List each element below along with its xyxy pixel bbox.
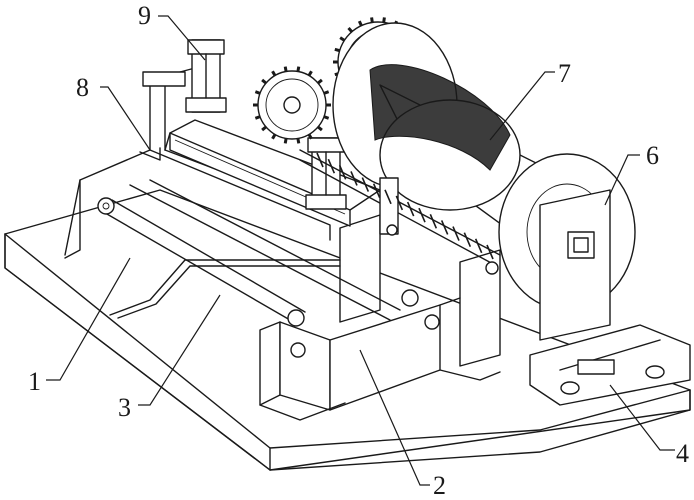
label-7: 7 [558, 59, 571, 88]
upper-beam [164, 119, 381, 227]
label-6: 6 [646, 141, 659, 170]
lower-guide-bars [97, 179, 419, 327]
label-2: 2 [433, 471, 446, 500]
right-frame [259, 214, 501, 421]
leader-lines [46, 15, 675, 486]
slide-base [529, 324, 691, 406]
label-8: 8 [76, 73, 89, 102]
bolt [485, 261, 499, 275]
lead-screw [299, 149, 501, 266]
label-3: 3 [118, 393, 131, 422]
cylinder-left [185, 39, 227, 113]
base-plate [4, 189, 691, 471]
label-4: 4 [676, 439, 689, 468]
label-1: 1 [28, 367, 41, 396]
cylinder-right [305, 137, 347, 210]
bearing-block [539, 189, 611, 341]
bolt [290, 342, 306, 358]
gear-left [253, 66, 331, 144]
screw-thread [316, 152, 494, 260]
bolt [424, 314, 440, 330]
gear-left-teeth [253, 66, 331, 144]
label-9: 9 [138, 1, 151, 30]
